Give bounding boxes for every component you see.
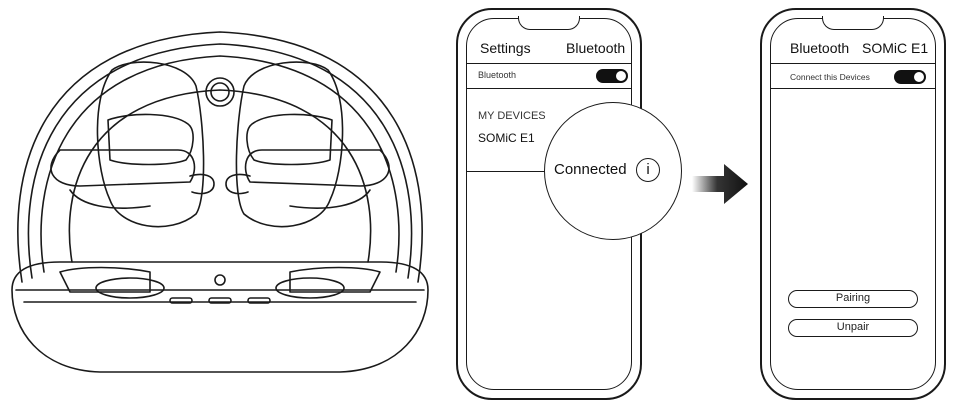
bluetooth-screen-title: Bluetooth [566, 40, 626, 56]
device-screen-title: SOMiC E1 [862, 40, 929, 56]
case-base [11, 261, 429, 373]
bluetooth-row-label: Bluetooth [478, 70, 517, 80]
device-row-divider [466, 171, 566, 172]
phone-notch [518, 16, 580, 30]
info-icon[interactable]: i [636, 158, 660, 182]
left-earbud [50, 149, 196, 187]
bluetooth-toggle[interactable] [596, 69, 628, 83]
divider [770, 63, 936, 64]
right-earbud [244, 149, 390, 187]
settings-back-label[interactable]: Settings [480, 40, 531, 56]
my-devices-section-label: MY DEVICES [478, 110, 546, 122]
earbuds-case-illustration [11, 31, 429, 373]
case-lid-rim [27, 43, 413, 279]
phone-device-details [760, 8, 946, 400]
right-arrow-icon [692, 164, 748, 204]
divider [466, 88, 632, 89]
phone-notch [822, 16, 884, 30]
divider [770, 88, 936, 89]
connected-status: Connected [554, 161, 627, 178]
case-lid-outer [17, 31, 423, 283]
info-glyph: i [646, 161, 650, 178]
connect-device-toggle[interactable] [894, 70, 926, 84]
pairing-button[interactable]: Pairing [788, 290, 918, 308]
connect-row-label: Connect this Devices [790, 72, 870, 82]
unpair-button[interactable]: Unpair [788, 319, 918, 337]
device-name[interactable]: SOMiC E1 [478, 131, 535, 145]
divider [466, 63, 632, 64]
bluetooth-back-label[interactable]: Bluetooth [790, 40, 850, 56]
